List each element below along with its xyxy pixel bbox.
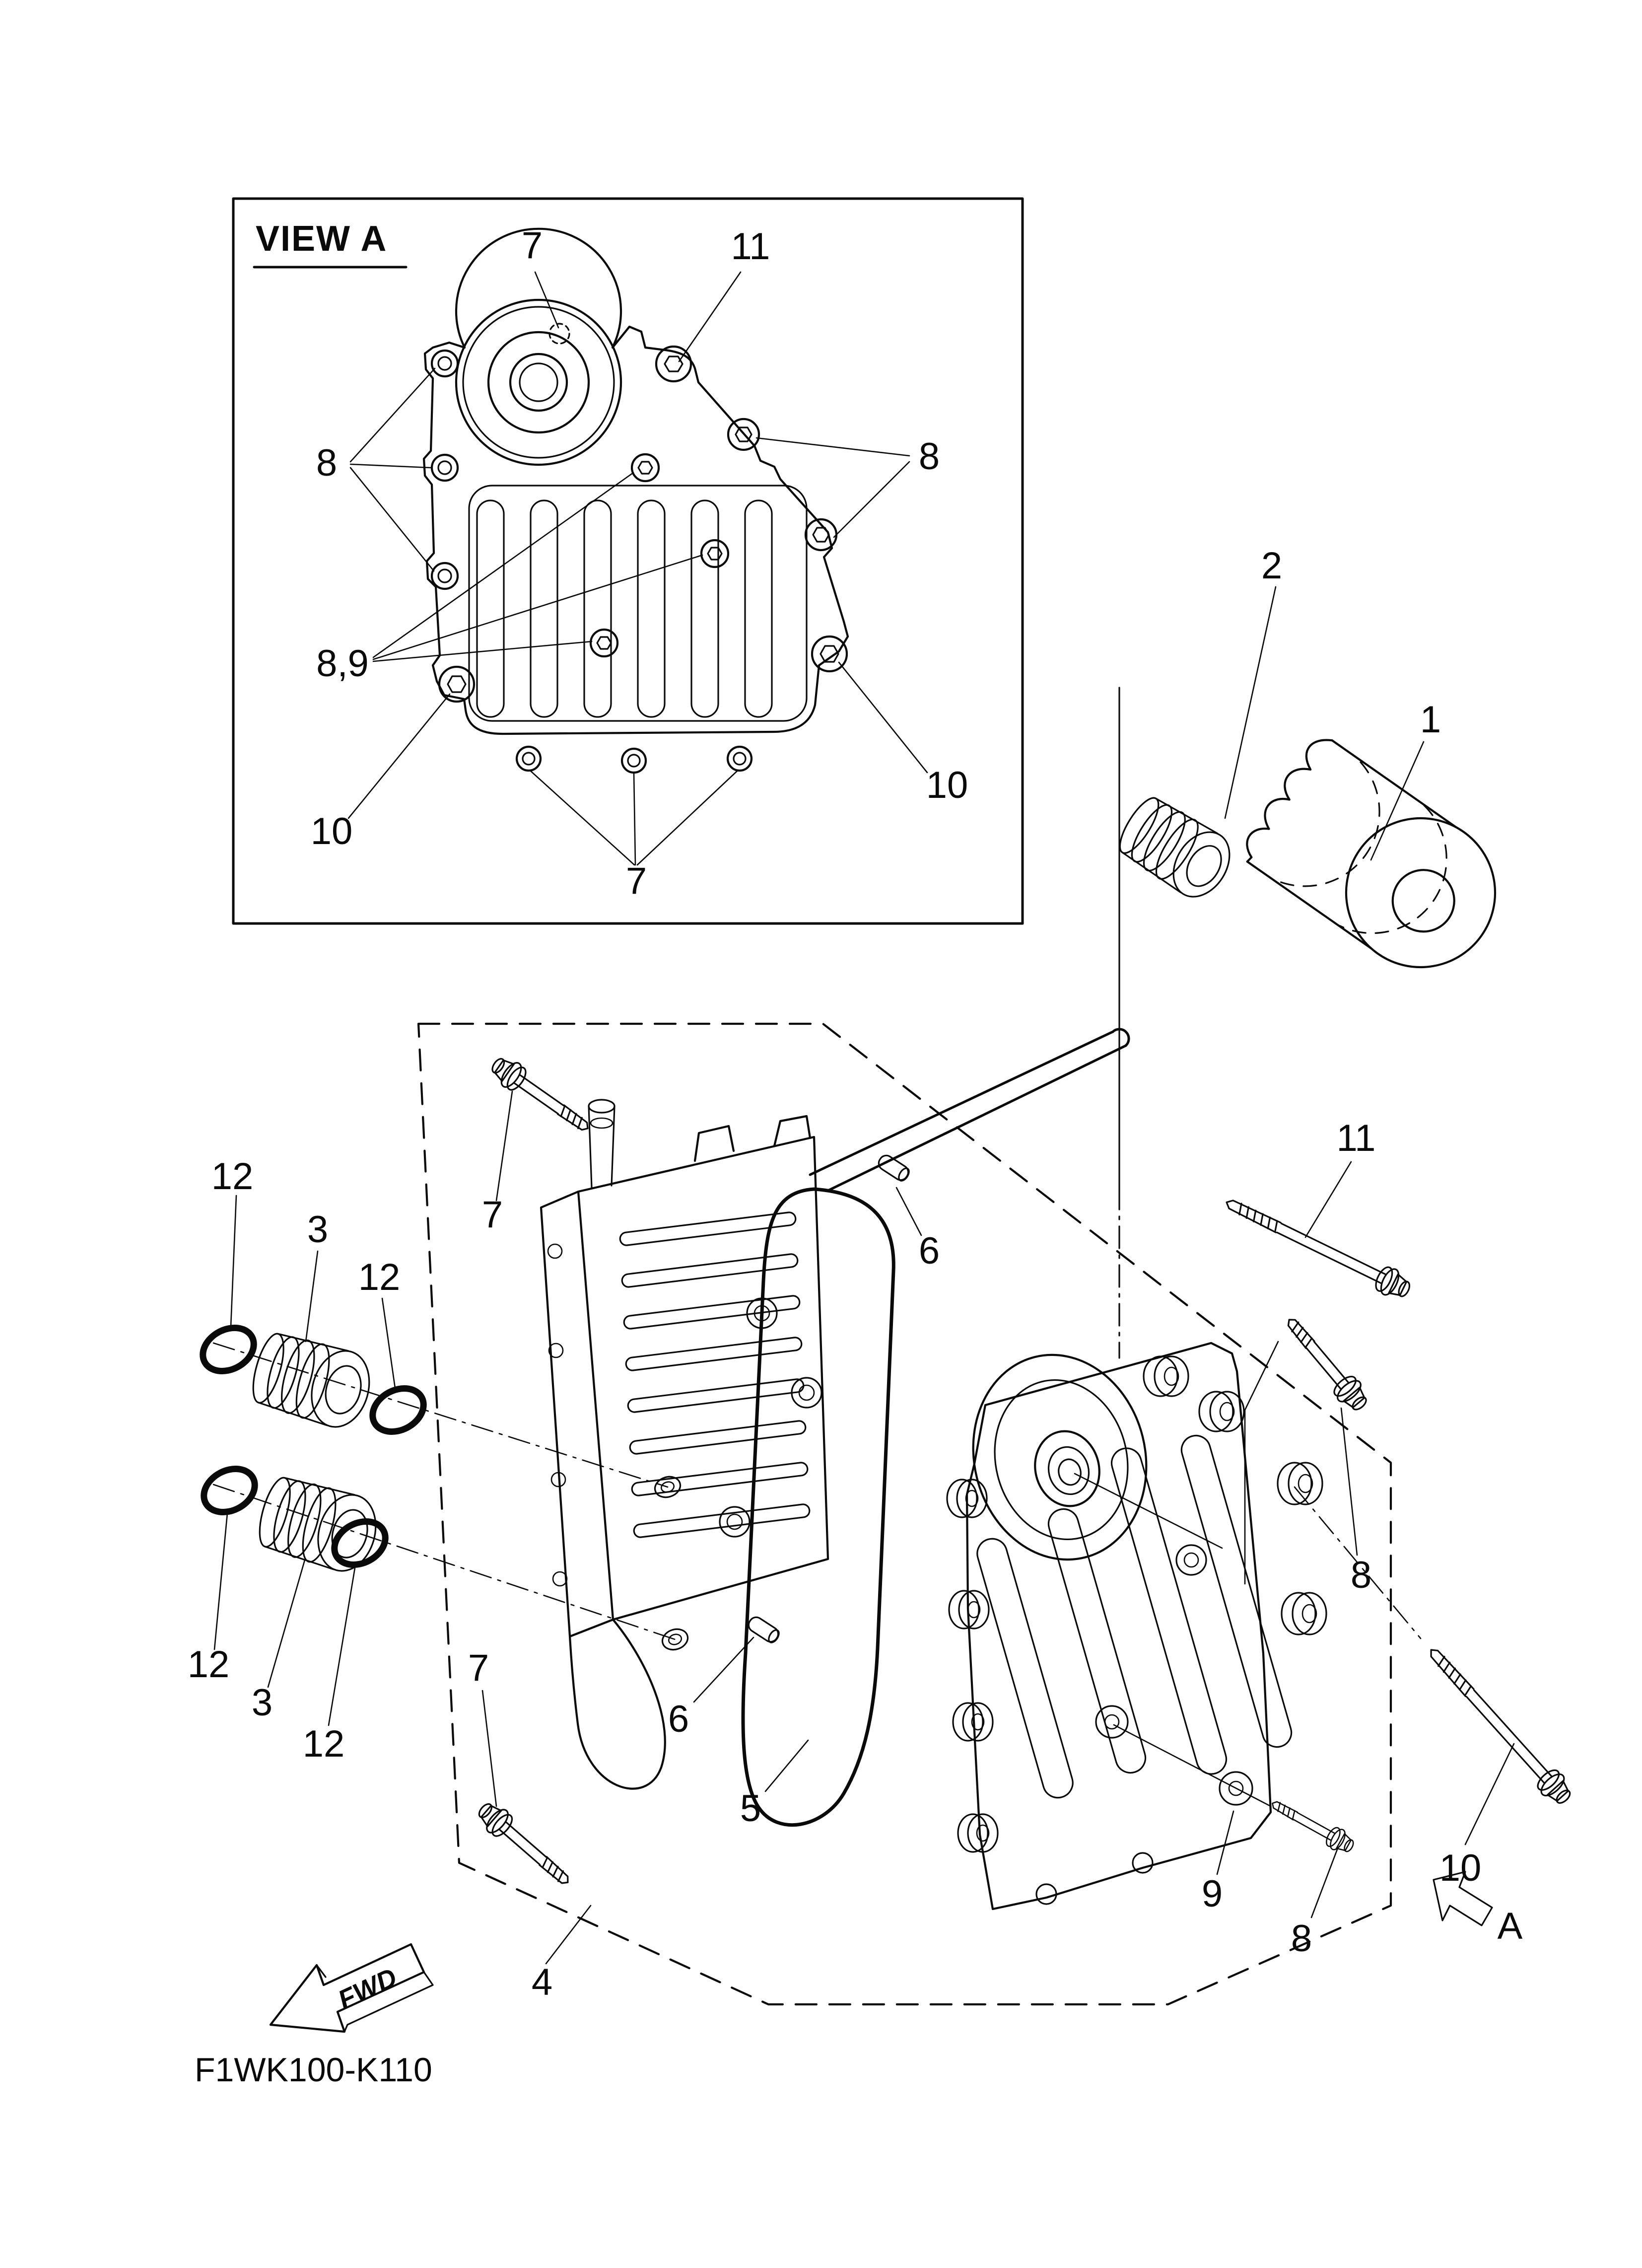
boss-hub-outer <box>509 353 568 412</box>
bolt-8-top-right <box>1278 1310 1374 1417</box>
bolt-hole-7-dashed <box>548 323 570 345</box>
bolt-89-mid-3 <box>589 628 619 658</box>
alignment-axes <box>1074 1341 1422 1807</box>
boss-ring-2 <box>462 306 615 459</box>
o-ring-12-d <box>331 1518 389 1568</box>
bolt-89-mid-2 <box>700 539 730 568</box>
main-callouts: 2 1 7 12 3 12 12 3 12 6 11 8 10 7 6 5 9 … <box>188 545 1482 2003</box>
boss-outer-ring <box>455 298 622 466</box>
bolt-7-bottom-1 <box>515 745 542 772</box>
bolt-7-bottom <box>472 1796 578 1894</box>
main-assembly: 2 1 7 12 3 12 12 3 12 6 11 8 10 7 6 5 9 … <box>188 545 1577 2006</box>
cover-plate-inner-face <box>468 485 808 722</box>
bolt-7-bottom-3 <box>726 745 753 772</box>
port-axis-lines <box>212 1342 676 1640</box>
callout-8-right: 8 <box>919 435 940 478</box>
callout-1: 1 <box>1420 699 1441 741</box>
view-a-callouts: 7 11 8 8 8,9 10 10 7 <box>311 224 968 902</box>
cooler-gasket <box>741 1028 1130 1827</box>
cover-standoffs <box>946 1355 1327 1905</box>
o-ring-12-b <box>369 1385 427 1435</box>
diagram-code: F1WK100-K110 <box>195 2051 432 2089</box>
bolt-11-long <box>1220 1189 1415 1304</box>
bolt-11-hole <box>655 345 692 383</box>
callout-7-top: 7 <box>522 224 543 267</box>
washer-9 <box>1219 1771 1253 1806</box>
view-direction-label: A <box>1498 1905 1523 1947</box>
bolt-7-top <box>485 1051 597 1141</box>
bolt-8-bottom <box>1266 1793 1358 1858</box>
bolt-8-left-3 <box>430 562 459 590</box>
callout-10-bolt: 10 <box>1439 1847 1482 1889</box>
bolt-7-bottom-2 <box>620 747 647 774</box>
callout-7-bottom: 7 <box>626 860 647 902</box>
cooler-nipple <box>588 1099 616 1189</box>
o-ring-12-c <box>201 1466 258 1515</box>
cover-plate-ribs <box>476 499 773 718</box>
callout-3-a: 3 <box>307 1208 328 1251</box>
callout-9-washer: 9 <box>1202 1873 1223 1915</box>
cooler-bosses <box>547 1243 822 1651</box>
view-a-panel: VIEW A <box>232 197 1024 925</box>
main-leader-lines <box>213 586 1515 1965</box>
bolt-8-left-1 <box>430 349 459 378</box>
bolt-89-mid-1 <box>630 453 660 483</box>
callout-10-left: 10 <box>311 810 353 852</box>
callout-8-bottom: 8 <box>1291 1917 1312 1960</box>
cover-plate-outline <box>422 227 849 735</box>
fitting-3-a <box>245 1327 379 1435</box>
callout-12-b: 12 <box>358 1256 401 1298</box>
boss-hub-hole <box>519 362 558 402</box>
cover-plate-drawing <box>422 227 849 774</box>
callout-10-right: 10 <box>926 764 968 806</box>
callout-12-c: 12 <box>188 1643 230 1686</box>
o-rings-and-fittings <box>200 1325 427 1579</box>
callout-8-left: 8 <box>316 442 337 484</box>
callout-2: 2 <box>1261 545 1282 587</box>
callout-7-bottom-bolt: 7 <box>468 1647 489 1689</box>
callout-4-assembly: 4 <box>532 1961 552 2003</box>
callout-11: 11 <box>731 225 770 268</box>
view-direction-arrow: A <box>1433 1871 1523 1947</box>
bolt-8-left-2 <box>430 453 459 482</box>
view-a-leader-lines <box>347 271 928 866</box>
fwd-arrow-label: FWD <box>334 1963 402 2015</box>
callout-8-top-right: 8 <box>1351 1554 1371 1596</box>
oil-filter <box>1246 739 1497 969</box>
bolt-10-right <box>811 635 848 673</box>
callout-8-9: 8,9 <box>316 642 369 685</box>
o-ring-12-a <box>200 1325 257 1374</box>
bolt-10-left <box>438 665 476 703</box>
bolt-10-long <box>1420 1639 1577 1810</box>
cooler-fins <box>619 1211 811 1538</box>
view-direction-arrow-icon <box>1433 1871 1493 1926</box>
oil-cooler-cover <box>946 1342 1327 1911</box>
boss-ring-3 <box>487 331 590 434</box>
callout-7-top-bolt: 7 <box>482 1194 503 1236</box>
fwd-arrow-icon: FWD <box>269 1943 434 2033</box>
view-a-border <box>232 197 1024 925</box>
oil-filter-union <box>1119 797 1231 898</box>
callout-6-top: 6 <box>919 1230 940 1272</box>
cover-ribs <box>976 1434 1293 1799</box>
assembly-boundary-dashed <box>417 1022 1392 2006</box>
callout-12-a: 12 <box>211 1155 254 1198</box>
callout-11-bolt: 11 <box>1337 1117 1376 1159</box>
callout-12-d: 12 <box>303 1723 345 1765</box>
flange-bolts <box>430 345 848 774</box>
oil-cooler-body <box>540 1099 829 1790</box>
bolt-8-right-1 <box>727 418 760 451</box>
callout-5-gasket: 5 <box>740 1787 761 1830</box>
callout-6-bottom: 6 <box>668 1698 689 1740</box>
view-a-title: VIEW A <box>256 219 387 259</box>
callout-3-b: 3 <box>252 1682 273 1724</box>
